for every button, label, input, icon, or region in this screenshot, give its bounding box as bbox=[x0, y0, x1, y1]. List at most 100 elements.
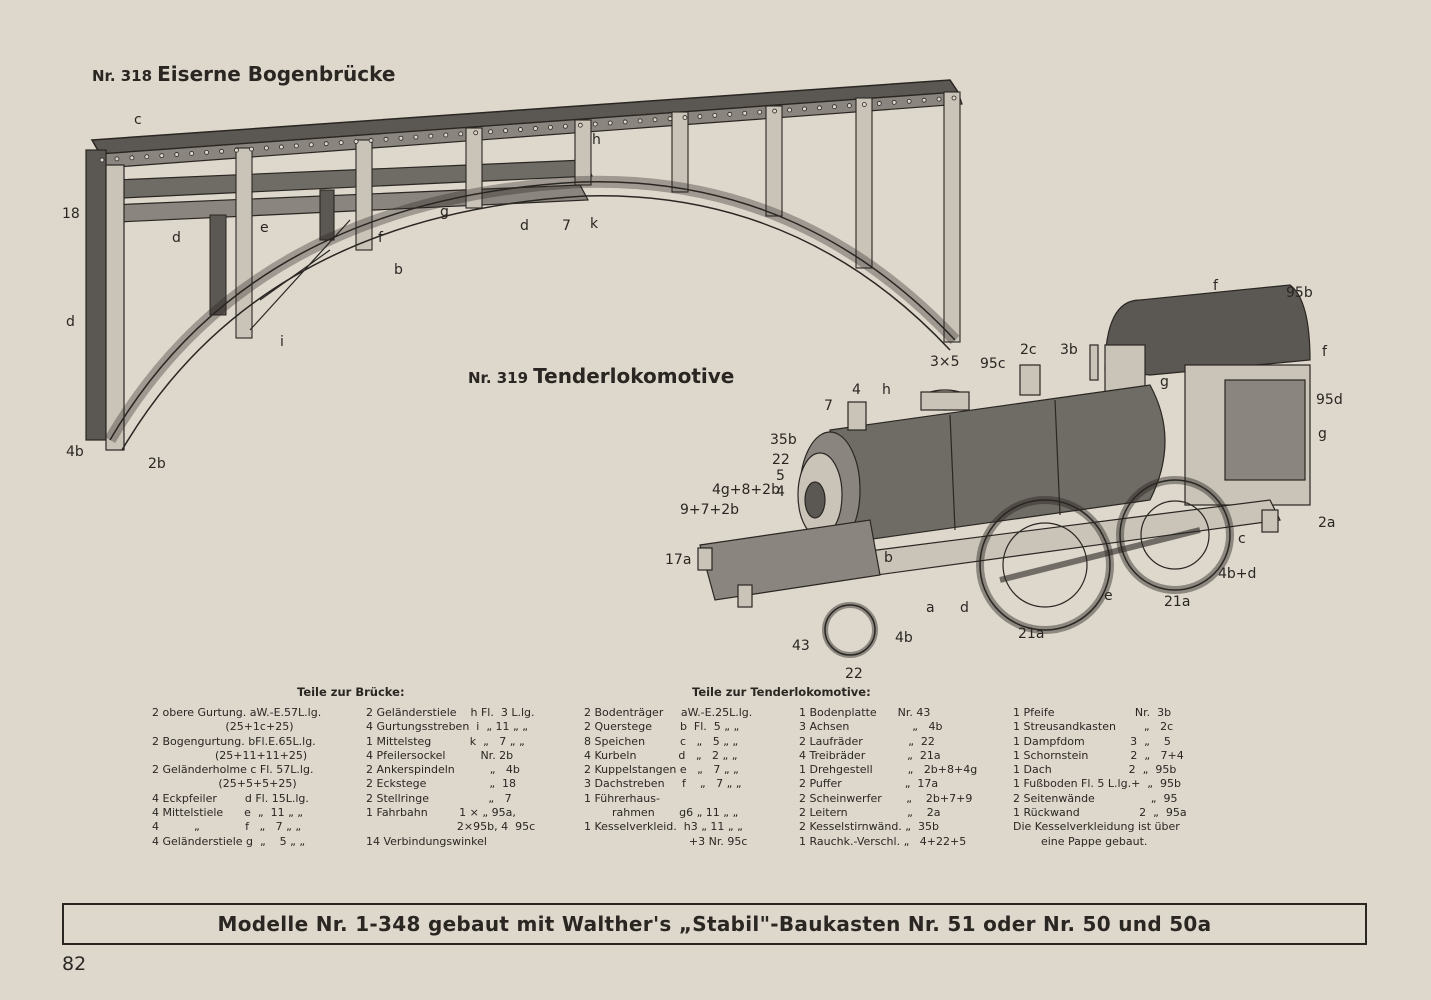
rivet-hole bbox=[712, 113, 718, 118]
model-318-number: Nr. 318 bbox=[92, 67, 153, 85]
rivet-hole bbox=[592, 121, 598, 127]
parts-row: 4 Eckpfeiler d Fl. 15L.lg. bbox=[152, 791, 309, 805]
rivet-hole bbox=[278, 144, 284, 150]
parts-row: (25+1c+25) bbox=[152, 720, 294, 734]
rivet-hole bbox=[891, 99, 897, 105]
bridge-rivets bbox=[99, 95, 957, 163]
bridge-part-labels: c 18 d e f g b d 7 k h d i 4b 2b bbox=[62, 112, 601, 472]
bridge-arch bbox=[104, 175, 960, 451]
rivet-hole bbox=[846, 103, 852, 109]
bridge-label: 7 bbox=[562, 218, 571, 234]
rivet-hole bbox=[383, 136, 389, 142]
rivet-hole bbox=[936, 96, 942, 102]
parts-row: 2 Geländerholme c Fl. 57L.lg. bbox=[152, 763, 314, 777]
loco-label: 21a bbox=[1018, 626, 1044, 642]
rivet-hole bbox=[727, 111, 733, 117]
footer-text: Modelle Nr. 1-348 gebaut mit Walther's „… bbox=[217, 912, 1212, 936]
parts-row: 3 Dachstreben f „ 7 „ „ bbox=[584, 777, 742, 791]
loco-label: a bbox=[926, 600, 935, 616]
parts-column-3: 2 Bodenträger aW.-E.25L.lg. 2 Querstege … bbox=[584, 706, 752, 849]
loco-label: 4b+d bbox=[1218, 566, 1256, 582]
rivet-hole bbox=[876, 101, 882, 106]
loco-label: 17a bbox=[665, 552, 691, 568]
parts-column-1: 2 obere Gurtung. aW.-E.57L.lg. (25+1c+25… bbox=[152, 706, 321, 849]
model-319-title: Tenderlokomotive bbox=[533, 364, 735, 388]
rivet-hole bbox=[219, 148, 224, 154]
loco-label: 22 bbox=[845, 666, 863, 682]
parts-row: 4 Pfeilersockel Nr. 2b bbox=[366, 748, 514, 762]
rivet-hole bbox=[308, 142, 314, 148]
loco-parts-heading: Teile zur Tenderlokomotive: bbox=[692, 685, 871, 699]
parts-row: 2 Puffer „ 17a bbox=[799, 777, 939, 791]
rivet-hole bbox=[652, 117, 658, 123]
rivet-hole bbox=[697, 114, 703, 119]
parts-row: 2 Laufräder „ 22 bbox=[799, 734, 935, 748]
rivet-hole bbox=[99, 157, 105, 163]
rivet-hole bbox=[548, 124, 553, 130]
rivet-hole bbox=[323, 141, 329, 147]
model-319-heading: Nr. 319 Tenderlokomotive bbox=[468, 364, 734, 388]
bridge-label: c bbox=[134, 112, 142, 128]
parts-row: 2×95b, 4 95c bbox=[366, 820, 536, 834]
page-number: 82 bbox=[62, 953, 87, 975]
loco-label: f bbox=[1322, 344, 1328, 360]
rivet-hole bbox=[802, 106, 807, 112]
bridge-label: g bbox=[440, 204, 449, 220]
model-318-title: Eiserne Bogenbrücke bbox=[157, 62, 396, 86]
footer-banner: Modelle Nr. 1-348 gebaut mit Walther's „… bbox=[62, 903, 1367, 945]
parts-row: 2 Geländerstiele h Fl. 3 L.lg. bbox=[366, 706, 535, 719]
parts-row: 1 Drehgestell „ 2b+8+4g bbox=[799, 763, 978, 777]
parts-row: 4 Kurbeln d „ 2 „ „ bbox=[584, 748, 738, 762]
parts-row: 4 Gurtungsstreben i „ 11 „ „ bbox=[366, 720, 528, 734]
rivet-hole bbox=[637, 118, 643, 124]
rivet-hole bbox=[144, 154, 150, 160]
loco-label: h bbox=[882, 382, 891, 398]
rivet-hole bbox=[518, 127, 523, 132]
model-319-number: Nr. 319 bbox=[468, 369, 529, 387]
parts-row: 2 Stellringe „ 7 bbox=[366, 791, 512, 805]
parts-row: 2 Bogengurtung. bFl.E.65L.lg. bbox=[152, 734, 316, 748]
rivet-hole bbox=[413, 134, 419, 140]
parts-row: 1 Dampfdom 3 „ 5 bbox=[1013, 734, 1171, 748]
rivet-hole bbox=[473, 130, 479, 136]
parts-column-2: 2 Geländerstiele h Fl. 3 L.lg. 4 Gurtung… bbox=[366, 706, 535, 849]
rivet-hole bbox=[428, 133, 434, 139]
rivet-hole bbox=[398, 135, 404, 141]
rivet-hole bbox=[622, 119, 628, 125]
rivet-hole bbox=[577, 122, 583, 128]
parts-row: 1 Rückwand 2 „ 95a bbox=[1013, 806, 1187, 820]
parts-row: 4 „ f „ 7 „ „ bbox=[152, 820, 302, 834]
loco-label: 43 bbox=[792, 638, 810, 654]
loco-label: g bbox=[1318, 426, 1327, 442]
parts-row: 4 Mittelstiele e „ 11 „ „ bbox=[152, 806, 304, 820]
parts-row: 1 Schornstein 2 „ 7+4 bbox=[1013, 748, 1184, 762]
rivet-hole bbox=[817, 105, 822, 111]
parts-row: 1 Mittelsteg k „ 7 „ „ bbox=[366, 734, 525, 748]
rivet-hole bbox=[443, 132, 449, 138]
bridge-left-pier bbox=[85, 149, 227, 451]
rivet-hole bbox=[742, 110, 748, 116]
rivet-hole bbox=[832, 104, 837, 110]
rivet-hole bbox=[174, 152, 180, 157]
loco-label: 3×5 bbox=[930, 354, 960, 370]
rivet-hole bbox=[562, 123, 568, 129]
parts-row: eine Pappe gebaut. bbox=[1013, 834, 1148, 848]
rivet-hole bbox=[533, 126, 538, 131]
loco-wheels bbox=[822, 476, 1234, 658]
parts-row: 14 Verbindungswinkel bbox=[366, 834, 487, 848]
parts-column-5: 1 Pfeife Nr. 3b 1 Streusandkasten „ 2c 1… bbox=[1013, 706, 1187, 849]
parts-row: (25+5+5+25) bbox=[152, 777, 297, 791]
rivet-hole bbox=[129, 155, 135, 161]
rivet-hole bbox=[338, 140, 344, 145]
bridge-label: 2b bbox=[148, 456, 166, 472]
rivet-hole bbox=[293, 143, 299, 149]
rivet-hole bbox=[264, 145, 269, 151]
loco-label: 9+7+2b bbox=[680, 502, 739, 518]
rivet-hole bbox=[114, 156, 120, 162]
parts-row: 1 Führerhaus- bbox=[584, 791, 660, 805]
rivet-hole bbox=[488, 129, 494, 135]
parts-row: Die Kesselverkleidung ist über bbox=[1013, 820, 1180, 834]
